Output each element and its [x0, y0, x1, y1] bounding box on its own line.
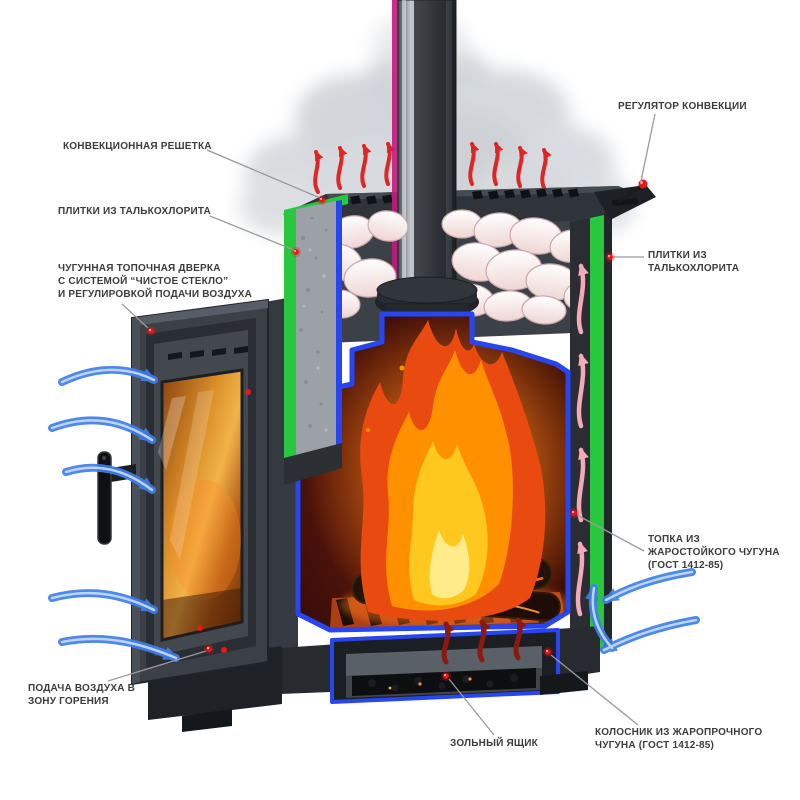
label-convection-grille: КОНВЕКЦИОННАЯ РЕШЕТКА: [63, 141, 212, 152]
fire-door: [131, 298, 269, 686]
fire-flames: [360, 320, 546, 621]
door-vent-slots: [168, 346, 248, 360]
label-air-supply: ПОДАЧА ВОЗДУХА В ЗОНУ ГОРЕНИЯ: [28, 683, 136, 708]
chimney-pipe: [392, 0, 457, 309]
door-glass: [158, 368, 244, 642]
combustion-air-arrows: [441, 617, 527, 665]
label-soapstone-tiles-right: ПЛИТКИ ИЗ ТАЛЬКОХЛОРИТА: [648, 250, 740, 275]
marker-dots: [146, 195, 615, 681]
soapstone-column-left: [284, 194, 348, 485]
label-grate: КОЛОСНИК ИЗ ЖАРОПРОЧНОГО ЧУГУНА (ГОСТ 14…: [595, 727, 763, 752]
firebox: [295, 311, 571, 633]
label-cast-iron-door: ЧУГУННАЯ ТОПОЧНАЯ ДВЕРКА С СИСТЕМОЙ “ЧИС…: [58, 263, 252, 301]
hot-air-arrows: [313, 142, 552, 194]
leader-lines: [107, 113, 656, 736]
warm-air-arrows: [575, 263, 589, 617]
label-firebox: ТОПКА ИЗ ЖАРОСТОЙКОГО ЧУГУНА (ГОСТ 1412-…: [648, 534, 780, 572]
label-soapstone-tiles-left: ПЛИТКИ ИЗ ТАЛЬКОХЛОРИТА: [58, 206, 211, 217]
cold-air-arrows: [48, 365, 700, 662]
label-ash-box: ЗОЛЬНЫЙ ЯЩИК: [450, 738, 538, 749]
label-convection-regulator: РЕГУЛЯТОР КОНВЕКЦИИ: [618, 101, 747, 112]
door-rivet-dots: [197, 389, 251, 653]
convection-regulator-lever: [611, 179, 648, 206]
